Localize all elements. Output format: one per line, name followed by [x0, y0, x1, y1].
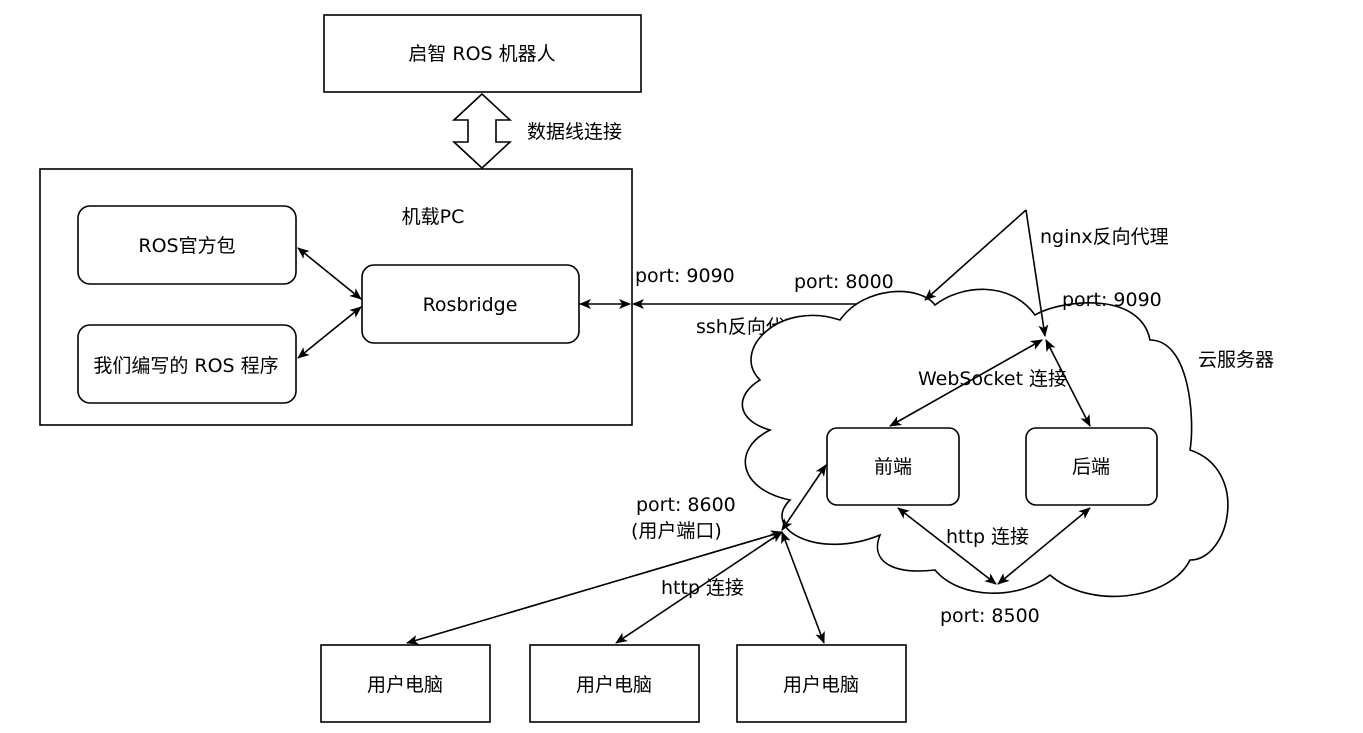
robot-box [323, 14, 642, 93]
data-cable-arrow [451, 92, 513, 170]
rosbridge-label: Rosbridge [423, 294, 518, 316]
user-pc-2-label: 用户电脑 [576, 674, 652, 696]
websocket-frontend-arrow [889, 339, 1043, 427]
data-cable-label: 数据线连接 [527, 121, 622, 143]
websocket-label: WebSocket 连接 [918, 368, 1067, 390]
frontend-box [826, 427, 960, 506]
port-8000-label: port: 8000 [794, 271, 894, 293]
port-9090-pc-label: port: 9090 [635, 265, 735, 287]
userport-pc3-arrow [781, 531, 825, 644]
port-8600-label: port: 8600 [636, 494, 736, 516]
http-backend-arrow [997, 507, 1091, 585]
official-rosbridge-arrow [297, 247, 362, 300]
frontend-label: 前端 [874, 456, 912, 478]
websocket-backend-arrow [1045, 339, 1091, 427]
backend-box [1025, 427, 1158, 506]
ros-official-box [77, 205, 297, 285]
robot-label: 启智 ROS 机器人 [408, 43, 555, 65]
frontend-userport-arrow [781, 464, 827, 531]
http-frontend-arrow [897, 507, 997, 585]
custom-rosbridge-arrow [297, 306, 362, 359]
ros-custom-box [77, 324, 297, 404]
backend-label: 后端 [1072, 456, 1110, 478]
http-users-label: http 连接 [661, 577, 744, 599]
ros-custom-label: 我们编写的 ROS 程序 [93, 355, 278, 377]
onboard-pc-label: 机载PC [402, 206, 465, 228]
user-pc-3-box [736, 644, 907, 723]
cloud-server-label: 云服务器 [1198, 349, 1274, 371]
ros-official-label: ROS官方包 [138, 235, 235, 257]
port-8500-label: port: 8500 [940, 605, 1040, 627]
user-port-label: (用户端口) [631, 520, 722, 542]
nginx-proxy-label: nginx反向代理 [1040, 226, 1169, 248]
nginx-to-8000-arrow [924, 209, 1027, 301]
nginx-to-9090-arrow [1025, 209, 1049, 337]
user-pc-3-label: 用户电脑 [783, 674, 859, 696]
port-9090-cloud-label: port: 9090 [1062, 289, 1162, 311]
user-pc-2-box [529, 644, 700, 723]
userport-pc2-arrow [615, 531, 783, 644]
user-pc-1-box [320, 644, 491, 723]
http-internal-label: http 连接 [946, 526, 1029, 548]
user-pc-1-label: 用户电脑 [367, 674, 443, 696]
